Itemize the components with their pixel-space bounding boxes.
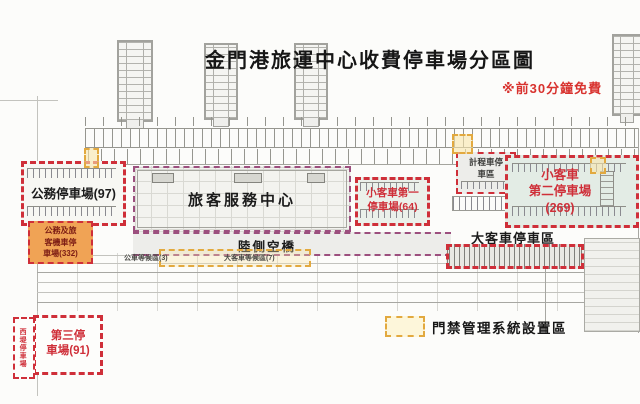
zone-lot-3: 第三停 車場(91) — [33, 315, 103, 375]
access-control-marker — [452, 134, 473, 154]
car-lot-2-label-line2: 第二停車場 — [528, 184, 592, 199]
page-title: 金門港旅運中心收費停車場分區圖 — [205, 50, 535, 72]
moto-lot-label-line3: 車場(332) — [43, 249, 78, 259]
side-structure — [584, 238, 640, 332]
quay-tick-row — [85, 117, 638, 126]
pier-gangway — [294, 43, 328, 127]
stall-row — [27, 168, 116, 178]
building-block — [234, 173, 262, 183]
moto-lot-label-line2: 客機車停 — [44, 237, 77, 247]
boundary-line — [0, 100, 58, 101]
car-lot-1-label-line2: 停車場(64) — [367, 200, 418, 213]
legend-swatch-access-control — [385, 316, 425, 337]
coach-waiting-strip — [159, 249, 311, 267]
building-block — [307, 173, 325, 183]
stall-row — [360, 182, 419, 191]
zone-car-lot-1: 小客車第一 停車場(64) — [355, 177, 430, 226]
taxi-zone-label-line1: 計程車停 — [468, 157, 503, 167]
stall-row — [27, 206, 116, 216]
road-line — [37, 292, 638, 293]
road-line — [37, 272, 638, 273]
stall-row — [461, 181, 507, 189]
pier-gangway — [612, 34, 640, 123]
road-line — [37, 282, 638, 283]
access-control-marker — [84, 148, 99, 168]
road-line — [638, 128, 639, 333]
stall-column — [600, 171, 614, 207]
road-line — [37, 263, 638, 264]
stall-row — [360, 209, 419, 218]
zone-car-lot-2: 小客車 第二停車場 (269) — [505, 155, 639, 228]
legend-label: 門禁管理系統設置區 — [432, 321, 567, 336]
car-lot-1-label-line1: 小客車第一 — [366, 187, 419, 199]
lot-3-label-line2: 車場(91) — [46, 344, 90, 357]
coach-waiting-label: 大客車等候區(7) — [224, 255, 275, 262]
service-center-label: 旅客服務中心 — [187, 192, 296, 209]
pier-gangway — [117, 40, 153, 129]
west-lot-label: 西堤停車場 — [19, 328, 27, 368]
bus-waiting-label: 公車等候區(3) — [124, 255, 168, 262]
stall-row — [512, 163, 626, 172]
terminal-building: 旅客服務中心 — [133, 166, 351, 232]
road-line — [37, 302, 600, 303]
free-period-note: ※前30分鐘免費 — [502, 81, 603, 96]
car-lot-2-label-line1: 小客車 — [541, 168, 579, 182]
building-block — [152, 173, 174, 183]
quay-band — [85, 128, 638, 148]
stall-row — [512, 206, 626, 216]
road-line — [545, 263, 546, 333]
moto-lot-label-line1: 公務及旅 — [44, 226, 77, 235]
zone-coach-lot — [446, 244, 584, 269]
access-control-marker — [590, 157, 606, 174]
car-lot-2-label-line3: (269) — [545, 200, 575, 215]
lot-3-label-line1: 第三停 — [50, 330, 86, 342]
public-lot-label: 公務停車場(97) — [31, 187, 116, 201]
taxi-zone-label-line2: 車區 — [477, 168, 495, 179]
coach-lot-label: 大客車停車區 — [470, 231, 555, 246]
zone-moto-lot: 公務及旅 客機車停 車場(332) — [28, 221, 93, 264]
zone-public-lot: 公務停車場(97) — [21, 161, 126, 226]
zone-west-lot: 西堤停車場 — [13, 317, 35, 379]
